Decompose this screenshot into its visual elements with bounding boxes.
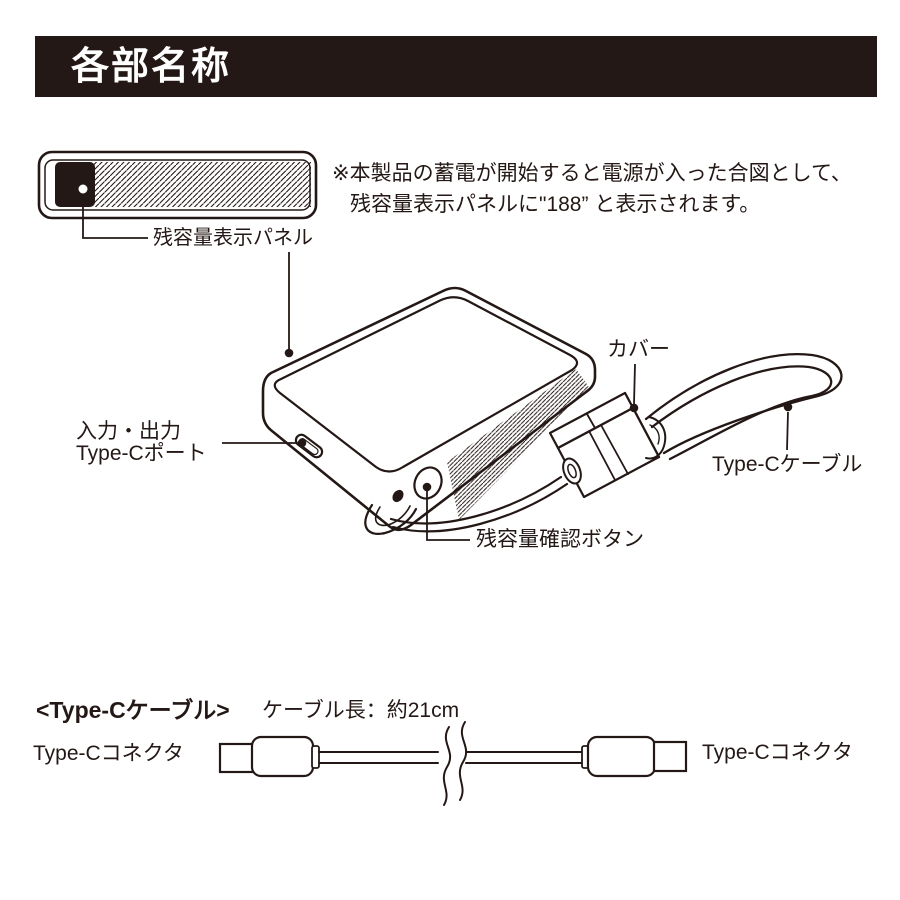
label-connector-left: Type-Cコネクタ <box>33 742 184 765</box>
label-cover: カバー <box>607 338 670 361</box>
panel-leader-line <box>82 195 148 239</box>
strap-loop-outer <box>364 503 418 535</box>
label-type-c-port-line2: Type-Cポート <box>76 442 207 465</box>
cable-loop-inner <box>650 365 833 461</box>
cover-block-shape <box>548 391 667 499</box>
strap-hole-shape <box>392 489 404 503</box>
connector-right-shape <box>581 735 688 778</box>
cable-hole-outer <box>562 457 582 485</box>
device-front-hatch-area <box>447 369 589 520</box>
cable-hole-inner <box>567 463 577 479</box>
label-display-panel: 残容量表示パネル <box>153 227 313 249</box>
cable-wrap-cap <box>645 416 667 460</box>
note-line-1: ※本製品の蓄電が開始すると電源が入った合図として、 <box>332 162 852 185</box>
device-body-outline <box>261 286 597 532</box>
strap-loop-inner <box>374 505 411 527</box>
cable-break-mark <box>442 721 468 806</box>
cable-section-heading: <Type-Cケーブル> <box>36 697 230 723</box>
connector-left-shape <box>218 735 320 778</box>
battery-side-view-drawing <box>37 150 318 239</box>
label-connector-right: Type-Cコネクタ <box>702 741 853 764</box>
short-cable-line-1 <box>389 475 563 525</box>
leader-lines <box>222 252 793 541</box>
device-top-face-edge <box>273 296 579 473</box>
short-cable-line-2 <box>391 482 569 533</box>
side-view-hatch-area <box>94 162 311 207</box>
cable-wrap-cap-inner <box>649 424 660 445</box>
label-type-c-port: 入力・出力 Type-Cポート <box>76 421 207 465</box>
label-type-c-cable: Type-Cケーブル <box>712 453 863 476</box>
cable-length-note: ケーブル長：約21cm <box>262 699 460 722</box>
label-capacity-button: 残容量確認ボタン <box>476 528 644 551</box>
section-header-bar: 各部名称 <box>35 36 877 97</box>
note-line-2: 残容量表示パネルに"188” と表示されます。 <box>350 193 761 216</box>
device-3d-drawing <box>261 286 843 535</box>
cable-loop-outer <box>644 353 843 455</box>
label-type-c-port-line1: 入力・出力 <box>76 420 181 443</box>
display-panel-shape <box>55 162 95 207</box>
power-on-note: ※本製品の蓄電が開始すると電源が入った合図として、 残容量表示パネルに"188”… <box>332 158 892 220</box>
cable-drawing <box>218 721 688 806</box>
panel-pointer-marker <box>76 182 90 196</box>
page-title: 各部名称 <box>71 45 232 88</box>
